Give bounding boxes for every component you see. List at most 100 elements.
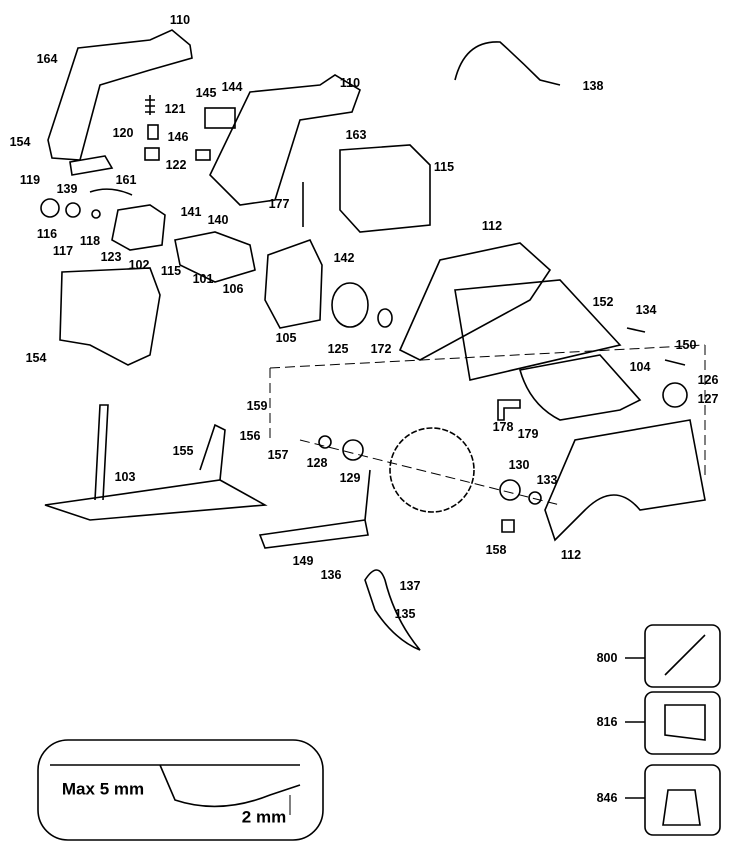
part-label: 145 [195, 85, 217, 100]
bottle-846 [662, 789, 701, 826]
depth-guide [94, 404, 109, 501]
flange-130 [499, 479, 521, 501]
part-label: 846 [596, 790, 618, 805]
washer-128 [318, 435, 332, 449]
part-label: 117 [52, 243, 74, 258]
part-label: 159 [246, 398, 268, 413]
disc-172 [377, 308, 393, 328]
part-label: 101 [192, 271, 214, 286]
part-label: 106 [222, 281, 244, 296]
part-label: 140 [207, 212, 229, 227]
gear-housing-105 [264, 239, 323, 329]
min-depth-label: 2 mm [241, 807, 287, 827]
flag-816 [664, 704, 706, 741]
part-label: 149 [292, 553, 314, 568]
part-label: 139 [56, 181, 78, 196]
saw-blade [389, 427, 475, 513]
bevel-bracket [199, 423, 226, 481]
guard-cover-112 [544, 419, 706, 542]
power-cord-138 [454, 41, 561, 86]
part-label: 142 [333, 250, 355, 265]
cable-guard [69, 155, 114, 176]
knob-158 [501, 519, 515, 533]
motor-housing-115 [59, 267, 161, 366]
switch-spring [145, 95, 155, 115]
part-label: 121 [164, 101, 186, 116]
accessory-box-846 [644, 764, 721, 836]
part-label: 138 [582, 78, 604, 93]
part-label: 816 [596, 714, 618, 729]
part-label: 103 [114, 469, 136, 484]
part-label: 116 [36, 226, 58, 241]
washer-118 [91, 209, 101, 219]
parallel-guide-149 [258, 469, 371, 549]
part-label: 800 [596, 650, 618, 665]
part-label: 115 [160, 263, 182, 278]
part-label: 105 [275, 330, 297, 345]
part-label: 102 [128, 257, 150, 272]
part-label: 152 [592, 294, 614, 309]
cable-clip [89, 188, 133, 196]
part-label: 161 [115, 172, 137, 187]
part-label: 133 [536, 472, 558, 487]
part-label: 112 [560, 547, 582, 562]
part-label: 125 [327, 341, 349, 356]
assembly-line [269, 344, 706, 506]
part-label: 136 [320, 567, 342, 582]
part-label: 120 [112, 125, 134, 140]
lower-guard-104 [518, 354, 642, 421]
stator-102 [111, 204, 166, 251]
part-label: 163 [345, 127, 367, 142]
part-label: 104 [629, 359, 651, 374]
part-label: 177 [268, 196, 290, 211]
part-label: 144 [221, 79, 243, 94]
part-label: 128 [306, 455, 328, 470]
part-label: 129 [339, 470, 361, 485]
part-label: 135 [394, 606, 416, 621]
part-label: 122 [165, 157, 187, 172]
depth-inset [37, 739, 324, 841]
part-label: 158 [485, 542, 507, 557]
part-label: 154 [25, 350, 47, 365]
bracket-178 [497, 399, 521, 421]
switch-brush-holder [147, 124, 159, 140]
part-label: 154 [9, 134, 31, 149]
ring-125 [331, 282, 369, 328]
part-label: 127 [697, 391, 719, 406]
fan-116 [40, 198, 60, 218]
part-label: 172 [370, 341, 392, 356]
base-plate-103 [44, 479, 268, 521]
part-label: 155 [172, 443, 194, 458]
blade-guard-plate-152 [454, 279, 622, 381]
handle-half-right [209, 74, 361, 206]
part-label: 119 [19, 172, 41, 187]
motor-housing-right-115 [339, 144, 431, 233]
part-label: 179 [517, 426, 539, 441]
part-label: 110 [169, 12, 191, 27]
part-label: 141 [180, 204, 202, 219]
part-label: 110 [339, 75, 361, 90]
accessory-box-816 [644, 691, 721, 755]
part-label: 150 [675, 337, 697, 352]
capacitor [195, 149, 211, 161]
flange-126 [662, 382, 688, 408]
part-label: 112 [481, 218, 503, 233]
accessory-box-800 [644, 624, 721, 688]
part-label: 118 [79, 233, 101, 248]
tool-800 [664, 634, 706, 676]
riving-knife-135 [364, 569, 421, 651]
brush [144, 147, 160, 161]
part-label: 137 [399, 578, 421, 593]
part-label: 130 [508, 457, 530, 472]
part-label: 126 [697, 372, 719, 387]
part-label: 178 [492, 419, 514, 434]
armature-101 [174, 231, 256, 283]
screw-134 [626, 327, 646, 333]
part-label: 123 [100, 249, 122, 264]
part-label: 156 [239, 428, 261, 443]
flange-129 [342, 439, 364, 461]
part-label: 115 [433, 159, 455, 174]
switch [204, 107, 236, 129]
